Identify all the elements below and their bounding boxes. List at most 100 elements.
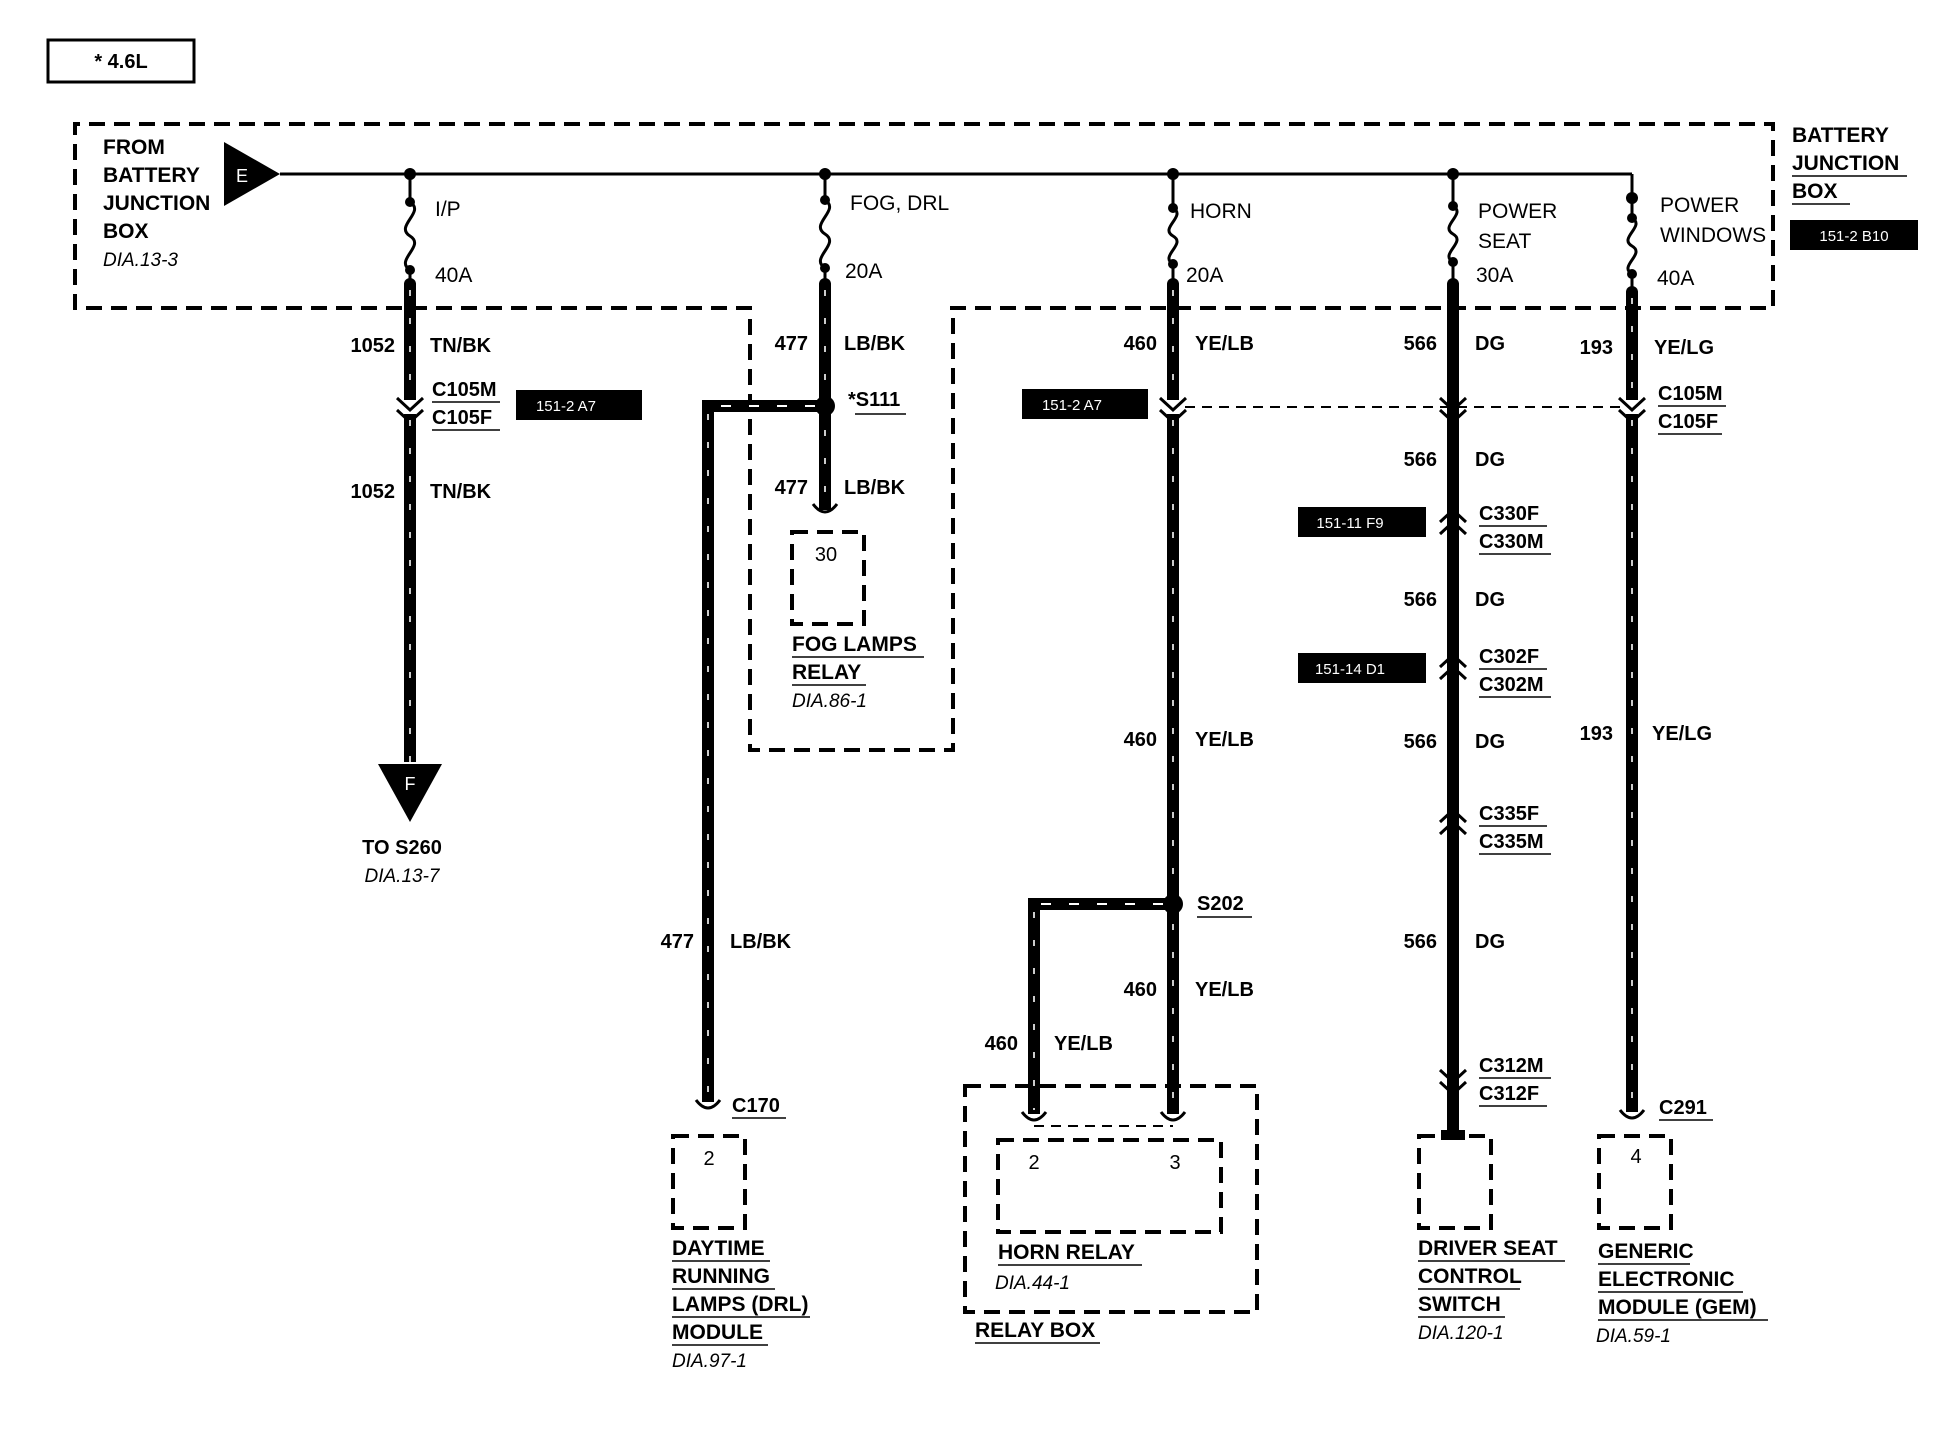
svg-text:DIA.120-1: DIA.120-1: [1418, 1323, 1504, 1344]
svg-text:BATTERY: BATTERY: [103, 164, 200, 187]
svg-text:566: 566: [1404, 731, 1437, 753]
svg-text:S202: S202: [1197, 893, 1244, 915]
svg-text:C330M: C330M: [1479, 531, 1543, 553]
svg-text:LB/BK: LB/BK: [730, 931, 792, 953]
fuse-power-windows: POWER WINDOWS 40A: [1626, 192, 1766, 298]
ref-151-11-f9: [1298, 507, 1426, 537]
svg-text:TN/BK: TN/BK: [430, 481, 492, 503]
svg-text:YE/LB: YE/LB: [1195, 333, 1254, 355]
fuse-horn: HORN 20A: [1167, 168, 1252, 290]
svg-text:JUNCTION: JUNCTION: [1792, 152, 1899, 175]
svg-text:DIA.13-3: DIA.13-3: [103, 250, 178, 271]
svg-text:20A: 20A: [845, 260, 882, 283]
circuit-193: 193 YE/LG C105M C105F 193 YE/LG C291 4 G…: [1580, 292, 1768, 1347]
svg-text:FOG, DRL: FOG, DRL: [850, 192, 949, 215]
svg-text:MODULE: MODULE: [672, 1321, 763, 1344]
svg-text:477: 477: [661, 931, 694, 953]
fog-lamps-relay-pin-box: [790, 530, 866, 626]
junction-box-label: BATTERY JUNCTION BOX 151-2 B10: [1790, 124, 1918, 250]
horn-relay-box: [996, 1138, 1223, 1234]
svg-text:DG: DG: [1475, 589, 1505, 611]
ref-151-2-b10: [1790, 220, 1918, 250]
svg-text:FROM: FROM: [103, 136, 165, 159]
fuse-ip: I/P 40A: [403, 168, 472, 290]
engine-tag-box: [46, 38, 196, 84]
svg-text:193: 193: [1580, 723, 1613, 745]
svg-text:151-2 A7: 151-2 A7: [1042, 397, 1102, 414]
svg-text:1052: 1052: [351, 481, 396, 503]
svg-text:151-11 F9: 151-11 F9: [1316, 515, 1383, 532]
engine-tag: * 4.6L: [94, 51, 147, 73]
circuit-460: 460 YE/LB 151-2 A7 460 YE/LB S202 460 YE…: [963, 284, 1259, 1344]
ref-151-2-a7-right: [1022, 389, 1148, 419]
svg-text:460: 460: [1124, 333, 1157, 355]
svg-text:CONTROL: CONTROL: [1418, 1265, 1522, 1288]
svg-text:POWER: POWER: [1660, 194, 1739, 217]
circuit-566: 566 DG 566 DG C330F C330M 151-11 F9 566 …: [1298, 284, 1565, 1344]
svg-text:2: 2: [1028, 1152, 1039, 1174]
svg-text:RELAY: RELAY: [792, 661, 861, 684]
drl-module-pin-box: [671, 1134, 747, 1230]
svg-text:460: 460: [1124, 979, 1157, 1001]
source-battery-junction-box: FROM BATTERY JUNCTION BOX DIA.13-3 E: [103, 136, 280, 271]
svg-text:566: 566: [1404, 333, 1437, 355]
svg-text:C170: C170: [732, 1095, 780, 1117]
svg-text:BATTERY: BATTERY: [1792, 124, 1889, 147]
svg-text:DRIVER SEAT: DRIVER SEAT: [1418, 1237, 1558, 1260]
svg-text:C105M: C105M: [1658, 383, 1722, 405]
svg-text:FOG LAMPS: FOG LAMPS: [792, 633, 917, 656]
circuit-477: 477 LB/BK *S111 477 LB/BK 30 FOG LAMPS R…: [661, 284, 924, 1372]
svg-text:LB/BK: LB/BK: [844, 333, 906, 355]
svg-text:HORN: HORN: [1190, 200, 1252, 223]
svg-text:DG: DG: [1475, 333, 1505, 355]
fuse-fog-drl: FOG, DRL 20A: [818, 168, 949, 290]
svg-text:477: 477: [775, 333, 808, 355]
svg-text:DIA.86-1: DIA.86-1: [792, 691, 867, 712]
svg-text:20A: 20A: [1186, 264, 1223, 287]
svg-text:C335F: C335F: [1479, 803, 1539, 825]
svg-text:4: 4: [1630, 1146, 1641, 1168]
svg-text:40A: 40A: [1657, 267, 1694, 290]
svg-text:1052: 1052: [351, 335, 396, 357]
svg-text:POWER: POWER: [1478, 200, 1557, 223]
svg-text:30A: 30A: [1476, 264, 1513, 287]
svg-text:BOX: BOX: [103, 220, 149, 243]
ref-151-14-d1: [1298, 653, 1426, 683]
svg-text:YE/LB: YE/LB: [1195, 729, 1254, 751]
battery-junction-box-outline: [73, 122, 1775, 752]
svg-text:WINDOWS: WINDOWS: [1660, 224, 1766, 247]
svg-text:151-14 D1: 151-14 D1: [1315, 661, 1385, 678]
svg-text:YE/LG: YE/LG: [1652, 723, 1712, 745]
relay-box-outline: [963, 1084, 1259, 1314]
svg-text:C105F: C105F: [1658, 411, 1718, 433]
svg-text:151-2 A7: 151-2 A7: [536, 398, 596, 415]
fuse-power-seat: POWER SEAT 30A: [1447, 168, 1557, 290]
svg-text:HORN RELAY: HORN RELAY: [998, 1241, 1135, 1264]
svg-text:193: 193: [1580, 337, 1613, 359]
svg-text:YE/LG: YE/LG: [1654, 337, 1714, 359]
svg-text:I/P: I/P: [435, 198, 461, 221]
svg-text:DIA.13-7: DIA.13-7: [365, 866, 441, 887]
svg-text:3: 3: [1169, 1152, 1180, 1174]
svg-text:*S111: *S111: [848, 389, 900, 411]
svg-text:MODULE (GEM): MODULE (GEM): [1598, 1296, 1757, 1319]
svg-text:2: 2: [703, 1148, 714, 1170]
svg-text:460: 460: [1124, 729, 1157, 751]
svg-text:40A: 40A: [435, 264, 472, 287]
svg-text:YE/LB: YE/LB: [1054, 1033, 1113, 1055]
svg-text:C302M: C302M: [1479, 674, 1543, 696]
svg-text:ELECTRONIC: ELECTRONIC: [1598, 1268, 1735, 1291]
svg-text:LB/BK: LB/BK: [844, 477, 906, 499]
ref-151-2-a7-left: [516, 390, 642, 420]
svg-text:DIA.59-1: DIA.59-1: [1596, 1326, 1671, 1347]
svg-text:C105M: C105M: [432, 379, 496, 401]
svg-text:566: 566: [1404, 589, 1437, 611]
svg-text:YE/LB: YE/LB: [1195, 979, 1254, 1001]
svg-text:460: 460: [985, 1033, 1018, 1055]
svg-text:RUNNING: RUNNING: [672, 1265, 770, 1288]
svg-text:151-2 B10: 151-2 B10: [1819, 228, 1888, 245]
svg-text:DIA.97-1: DIA.97-1: [672, 1351, 747, 1372]
svg-text:DG: DG: [1475, 931, 1505, 953]
source-connector-arrow: [224, 142, 280, 206]
